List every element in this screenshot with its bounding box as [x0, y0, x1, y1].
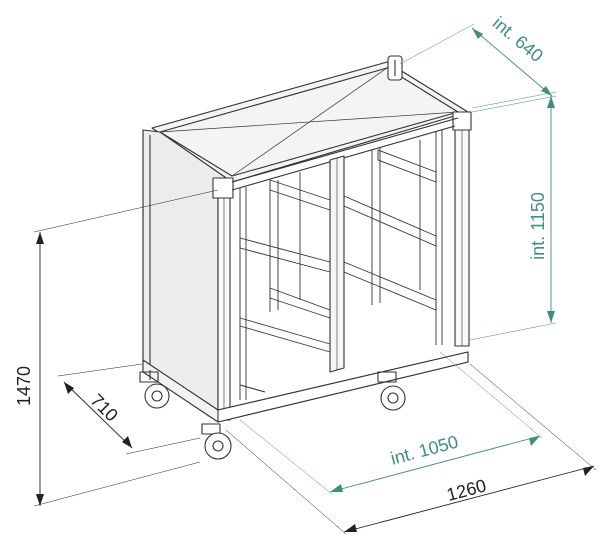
trolley-illustration	[139, 55, 472, 460]
internal-dimension-lines	[239, 23, 557, 495]
overall-dimension-lines	[33, 189, 597, 535]
caster-rear-left	[139, 371, 170, 409]
caster-front-right	[377, 371, 406, 411]
overall-width-label: 1260	[445, 475, 489, 505]
right-runners	[343, 140, 437, 311]
internal-depth-label: int. 640	[489, 13, 547, 66]
internal-height-label: int. 1150	[528, 192, 548, 260]
caster-front-left	[201, 423, 232, 460]
center-divider	[329, 155, 345, 373]
overall-height-label: 1470	[14, 366, 34, 406]
front-left-post	[212, 177, 234, 421]
internal-width-label: int. 1050	[389, 432, 461, 469]
left-runners	[239, 172, 331, 353]
back-right-post	[452, 111, 472, 347]
overall-depth-label: 710	[87, 390, 122, 425]
